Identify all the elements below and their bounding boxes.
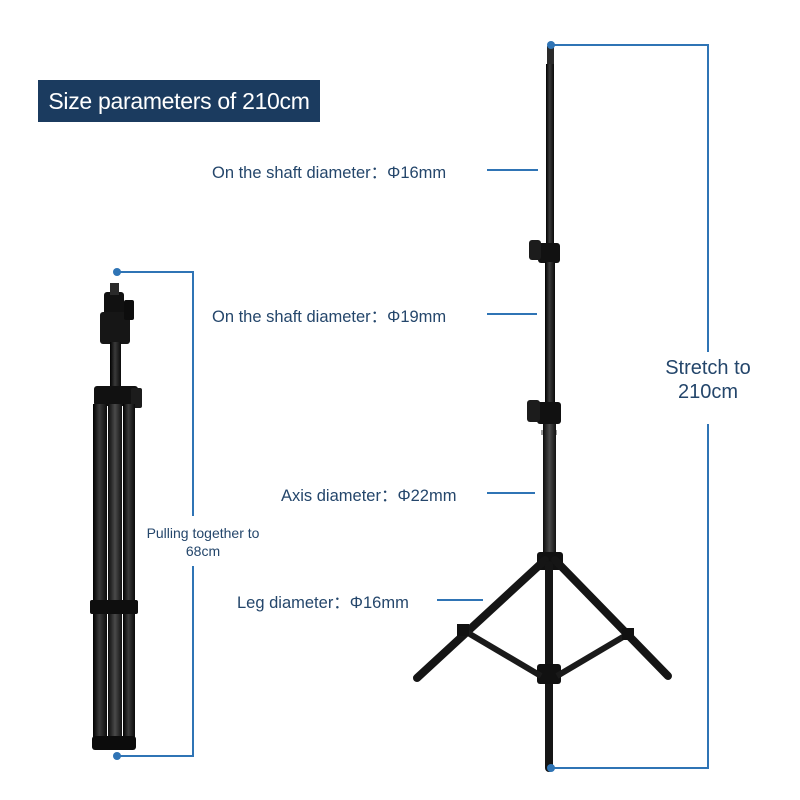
top-shaft-diameter-label: On the shaft diameter：Φ16mm [212, 164, 447, 182]
middle-shaft-diameter-label: On the shaft diameter：Φ19mm [212, 308, 447, 326]
lock-knob-upper [529, 240, 560, 263]
folded-leg [108, 404, 122, 746]
spigot [547, 46, 554, 66]
dimension-dot [547, 764, 555, 772]
stretch-height-label: Stretch to 210cm [648, 356, 768, 404]
folded-height-label: Pulling together to 68cm [128, 524, 278, 560]
stretch-line-2: 210cm [677, 381, 739, 403]
lower-axis [543, 424, 556, 564]
axis-diameter-label: Axis diameter：Φ22mm [281, 487, 457, 505]
top-shaft [546, 64, 554, 254]
brace-right [555, 631, 630, 679]
dimension-dot [547, 41, 555, 49]
folded-line-1: Pulling together to [146, 525, 260, 541]
folded-dimension [117, 271, 194, 757]
stretch-dimension [551, 44, 709, 769]
dimension-dot [113, 752, 121, 760]
folded-head [104, 292, 124, 316]
folded-hub [94, 386, 138, 406]
folded-leg [123, 404, 135, 746]
folded-line-2: 68cm [185, 543, 221, 559]
folded-stand [90, 283, 142, 750]
page-title: Size parameters of 210cm [38, 80, 320, 122]
leg-diameter-label: Leg diameter：Φ16mm [237, 594, 409, 612]
stretch-line-1: Stretch to [665, 357, 751, 379]
brace-left [461, 627, 543, 679]
leg-right [551, 556, 672, 680]
folded-leg [93, 404, 107, 746]
middle-shaft [545, 262, 555, 412]
leg-left [413, 556, 549, 682]
extended-stand [413, 46, 672, 772]
brace-collar [537, 664, 561, 684]
dimension-dot [113, 268, 121, 276]
